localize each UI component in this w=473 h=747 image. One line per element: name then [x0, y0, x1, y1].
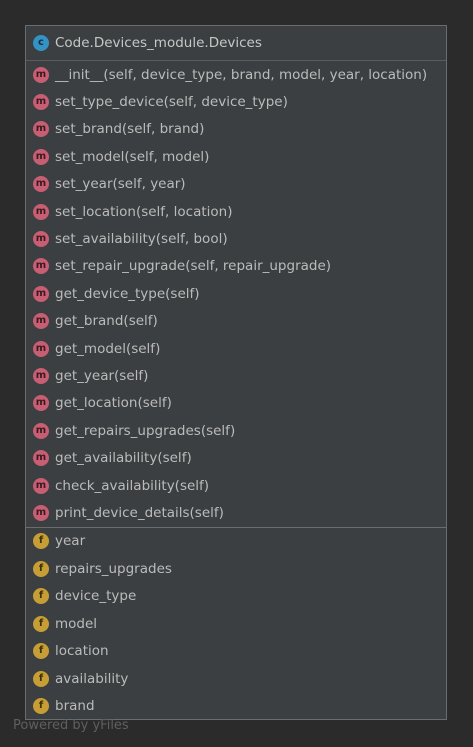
field-icon: f: [33, 643, 49, 660]
field-label: device_type: [55, 588, 137, 605]
method-row-set-availability[interactable]: m set_availability(self, bool): [26, 225, 446, 252]
field-row-availability[interactable]: f availability: [26, 665, 446, 693]
method-row-get-model[interactable]: m get_model(self): [26, 335, 446, 362]
method-label: get_year(self): [55, 367, 149, 384]
method-row-get-availability[interactable]: m get_availability(self): [26, 444, 446, 471]
method-label: set_type_device(self, device_type): [55, 94, 288, 111]
method-icon: m: [33, 340, 49, 357]
field-label: model: [55, 615, 98, 632]
field-row-model[interactable]: f model: [26, 610, 446, 638]
field-label: location: [55, 643, 109, 660]
field-label: brand: [55, 698, 95, 715]
field-label: repairs_upgrades: [55, 560, 172, 577]
watermark: Powered by yFiles: [13, 718, 129, 733]
field-row-year[interactable]: f year: [26, 528, 446, 556]
class-title: Code.Devices_module.Devices: [55, 35, 262, 51]
method-row-set-brand[interactable]: m set_brand(self, brand): [26, 116, 446, 143]
method-label: __init__(self, device_type, brand, model…: [55, 66, 428, 83]
method-label: set_availability(self, bool): [55, 231, 228, 248]
method-label: get_brand(self): [55, 313, 158, 330]
method-label: set_model(self, model): [55, 148, 210, 165]
method-icon: m: [33, 121, 49, 138]
class-node[interactable]: c Code.Devices_module.Devices m __init__…: [25, 25, 447, 720]
method-row-get-device-type[interactable]: m get_device_type(self): [26, 280, 446, 307]
method-icon: m: [33, 203, 49, 220]
field-icon: f: [33, 588, 49, 605]
method-row-check-availability[interactable]: m check_availability(self): [26, 472, 446, 499]
method-icon: m: [33, 148, 49, 165]
method-icon: m: [33, 422, 49, 439]
method-label: print_device_details(self): [55, 504, 224, 521]
method-icon: m: [33, 477, 49, 494]
method-label: set_brand(self, brand): [55, 121, 205, 138]
method-label: get_repairs_upgrades(self): [55, 422, 236, 439]
field-icon: f: [33, 533, 49, 550]
method-icon: m: [33, 367, 49, 384]
field-row-location[interactable]: f location: [26, 638, 446, 666]
methods-section: m __init__(self, device_type, brand, mod…: [26, 61, 446, 528]
method-icon: m: [33, 313, 49, 330]
class-header[interactable]: c Code.Devices_module.Devices: [26, 26, 446, 61]
class-icon: c: [33, 35, 49, 51]
method-icon: m: [33, 395, 49, 412]
method-row-init[interactable]: m __init__(self, device_type, brand, mod…: [26, 61, 446, 88]
method-row-get-brand[interactable]: m get_brand(self): [26, 308, 446, 335]
method-icon: m: [33, 231, 49, 248]
method-label: get_device_type(self): [55, 285, 200, 302]
method-row-get-location[interactable]: m get_location(self): [26, 390, 446, 417]
method-icon: m: [33, 66, 49, 83]
method-row-set-model[interactable]: m set_model(self, model): [26, 143, 446, 170]
method-row-set-repair-upgrade[interactable]: m set_repair_upgrade(self, repair_upgrad…: [26, 253, 446, 280]
method-label: get_location(self): [55, 395, 172, 412]
method-row-get-repairs-upgrades[interactable]: m get_repairs_upgrades(self): [26, 417, 446, 444]
method-row-print-device-details[interactable]: m print_device_details(self): [26, 499, 446, 526]
method-row-set-year[interactable]: m set_year(self, year): [26, 171, 446, 198]
field-label: year: [55, 533, 86, 550]
method-icon: m: [33, 176, 49, 193]
method-label: get_availability(self): [55, 450, 192, 467]
method-icon: m: [33, 504, 49, 521]
fields-section: f year f repairs_upgrades f device_type …: [26, 528, 446, 721]
field-icon: f: [33, 560, 49, 577]
method-label: set_repair_upgrade(self, repair_upgrade): [55, 258, 332, 275]
method-icon: m: [33, 258, 49, 275]
field-label: availability: [55, 670, 129, 687]
method-label: get_model(self): [55, 340, 161, 357]
method-icon: m: [33, 285, 49, 302]
field-row-brand[interactable]: f brand: [26, 693, 446, 721]
method-label: set_location(self, location): [55, 203, 233, 220]
method-icon: m: [33, 450, 49, 467]
field-icon: f: [33, 615, 49, 632]
field-icon: f: [33, 698, 49, 715]
method-row-set-location[interactable]: m set_location(self, location): [26, 198, 446, 225]
field-row-device-type[interactable]: f device_type: [26, 583, 446, 611]
method-label: set_year(self, year): [55, 176, 186, 193]
field-icon: f: [33, 670, 49, 687]
field-row-repairs-upgrades[interactable]: f repairs_upgrades: [26, 555, 446, 583]
method-label: check_availability(self): [55, 477, 210, 494]
method-row-set-type-device[interactable]: m set_type_device(self, device_type): [26, 88, 446, 115]
method-row-get-year[interactable]: m get_year(self): [26, 362, 446, 389]
method-icon: m: [33, 94, 49, 111]
